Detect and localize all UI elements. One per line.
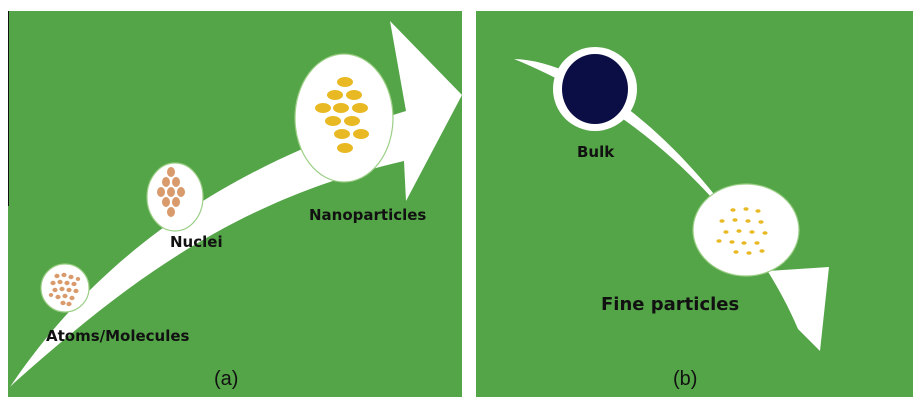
nuclei-circle — [147, 163, 203, 231]
bulk-sphere — [562, 54, 628, 124]
caption-a: (a) — [214, 368, 238, 391]
panel-b-top-down: Bulk Fine particles (b) — [476, 11, 913, 397]
label-nanoparticles: Nanoparticles — [309, 206, 426, 224]
label-nuclei: Nuclei — [170, 233, 223, 251]
fine-particles-circle — [693, 184, 799, 276]
caption-b: (b) — [673, 368, 697, 391]
panel-a-bottom-up: Atoms/Molecules Nuclei Nanoparticles (a) — [8, 11, 462, 397]
atoms-molecules-circle — [41, 264, 89, 312]
panel-b-graphic — [476, 11, 913, 397]
label-bulk: Bulk — [577, 143, 614, 161]
panel-a-edge — [8, 11, 9, 206]
nanoparticles-circle — [295, 54, 393, 182]
label-fine-particles: Fine particles — [601, 294, 739, 315]
label-atoms-molecules: Atoms/Molecules — [46, 327, 189, 345]
bulk-circle — [553, 47, 637, 131]
